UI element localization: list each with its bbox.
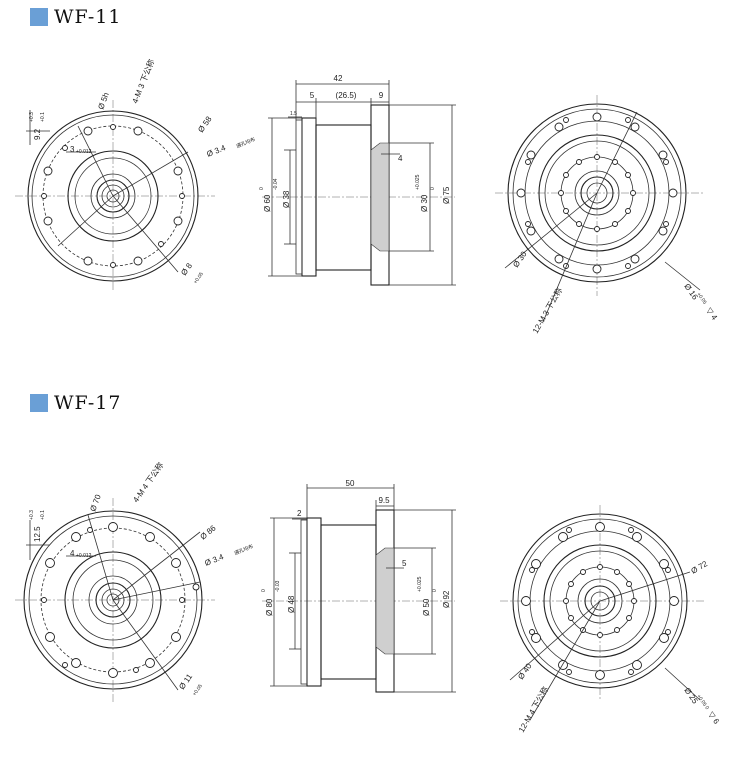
wf11-side-d60: Ø 60 (263, 194, 272, 212)
wf11-side-d38: Ø 38 (282, 190, 291, 208)
wf11-rear-bolt-holes (516, 112, 678, 274)
wf17-side-view (262, 484, 456, 693)
wf11-front-tol-3: +0.012 (76, 149, 92, 155)
wf17-front-tol-4: +0.012 (76, 553, 92, 559)
wf17-rear-thread: 12-M 4 下公称 (516, 685, 550, 734)
wf17-front-dia-34: Ø 3.4 (203, 552, 225, 568)
wf17-front-dia-11: Ø 11 (177, 672, 194, 691)
section-title-label: WF-17 (54, 392, 122, 414)
section-title-wf11: WF-11 (30, 6, 121, 28)
wf11-front-bolt-holes (41, 124, 185, 268)
wf11-front-dia-holes: Ø 5h (96, 91, 110, 110)
wf11-front-dim-92: 9.2 (33, 128, 42, 140)
wf17-front-tol-125-up: +0.3 (29, 510, 35, 520)
wf11-side-mid: (26.5) (336, 91, 357, 100)
section-title-wf17: WF-17 (30, 392, 121, 414)
wf17-front-dia-holes: Ø 70 (88, 493, 103, 513)
wf17-side-gap5: 5 (402, 559, 407, 568)
wf17-side-d92: Ø 92 (442, 590, 451, 608)
wf17-front-note-34: 通孔均布 (233, 543, 254, 557)
wf11-front-dia-58: Ø 58 (196, 114, 214, 134)
wf11-side-total: 42 (334, 74, 343, 83)
wf17-side-d50-tol-up: +0.025 (417, 576, 423, 592)
wf11-side-d30: Ø 30 (420, 194, 429, 212)
wf17-rear-d72: Ø 72 (690, 559, 710, 576)
wf11-side-d75: Ø 75 (442, 186, 451, 204)
wf17-front-view (15, 498, 215, 703)
wf11-front-thread: 4-M 3 下公称 (130, 58, 157, 105)
wf11-rear-d16-tol: +0.05 (695, 292, 707, 306)
wf11-front-dia-34: Ø 3.4 (205, 143, 227, 159)
wf17-front-dia-86: Ø 86 (199, 523, 218, 541)
wf17-side-d80-tol-up: 0 (261, 589, 267, 592)
wf11-front-tol-8: +0.05 (193, 271, 205, 285)
wf11-front-dim-3: 3 (70, 145, 75, 154)
wf11-side-view (262, 80, 456, 286)
wf17-side-d80-tol-lo: -0.03 (275, 580, 281, 592)
wf11-front-view (15, 100, 215, 292)
wf17-rear-depth: ▽ 6 (706, 710, 721, 726)
wf11-rear-view (495, 95, 705, 323)
wf11-rear-d16: Ø 16 (682, 282, 700, 302)
wf11-rear-thread: 12-M 3 下公称 (530, 286, 564, 335)
wf11-side-left-5: 5 (310, 91, 315, 100)
wf11-front-tol-92-up: +0.3 (29, 112, 35, 122)
section-title-label: WF-11 (54, 6, 122, 28)
wf11-side-d30-tol-lo: 0 (430, 187, 436, 190)
wf17-rear-d25-tol: +0.05 0 (695, 694, 710, 711)
section-marker-icon (30, 8, 48, 26)
wf11-side-small-1-5: 1.5 (290, 111, 297, 117)
wf11-side-right-9: 9 (379, 91, 384, 100)
wf11-side-d60-tol-up: 0 (259, 187, 265, 190)
wf11-side-gap4: 4 (398, 154, 403, 163)
wf17-rear-bolt-holes (521, 522, 679, 680)
wf11-front-tol-92-lo: +0.1 (40, 112, 46, 122)
wf17-front-dim-4: 4 (70, 549, 75, 558)
wf17-side-total: 50 (346, 479, 355, 488)
wf17-rear-view (500, 505, 705, 721)
wf17-side-right-95: 9.5 (378, 496, 390, 505)
wf17-front-tol-125-lo: +0.1 (40, 510, 46, 520)
section-marker-icon (30, 394, 48, 412)
wf17-rear-d40: Ø 40 (516, 661, 534, 681)
wf17-front-tol-11: +0.05 (192, 683, 204, 697)
wf17-front-thread: 4-M 4 下公称 (130, 460, 165, 504)
wf17-side-d50: Ø 50 (422, 598, 431, 616)
wf17-front-dim-125: 12.5 (33, 526, 42, 542)
wf11-side-d60-tol-lo: -0.04 (273, 178, 279, 190)
wf17-side-d50-tol-lo: 0 (432, 589, 438, 592)
wf17-front-bolt-holes (41, 522, 200, 678)
wf11-front-note-34: 通孔均布 (235, 136, 256, 150)
wf11-front-dia-8: Ø 8 (179, 261, 194, 277)
wf17-side-d48: Ø 48 (287, 595, 296, 613)
wf11-side-d30-tol-up: +0.025 (415, 174, 421, 190)
wf17-side-left-2: 2 (297, 509, 302, 518)
wf11-rear-d30-label: Ø 30 (511, 249, 529, 269)
wf17-side-d80: Ø 80 (265, 598, 274, 616)
wf11-rear-depth: ▽ 4 (704, 306, 719, 322)
